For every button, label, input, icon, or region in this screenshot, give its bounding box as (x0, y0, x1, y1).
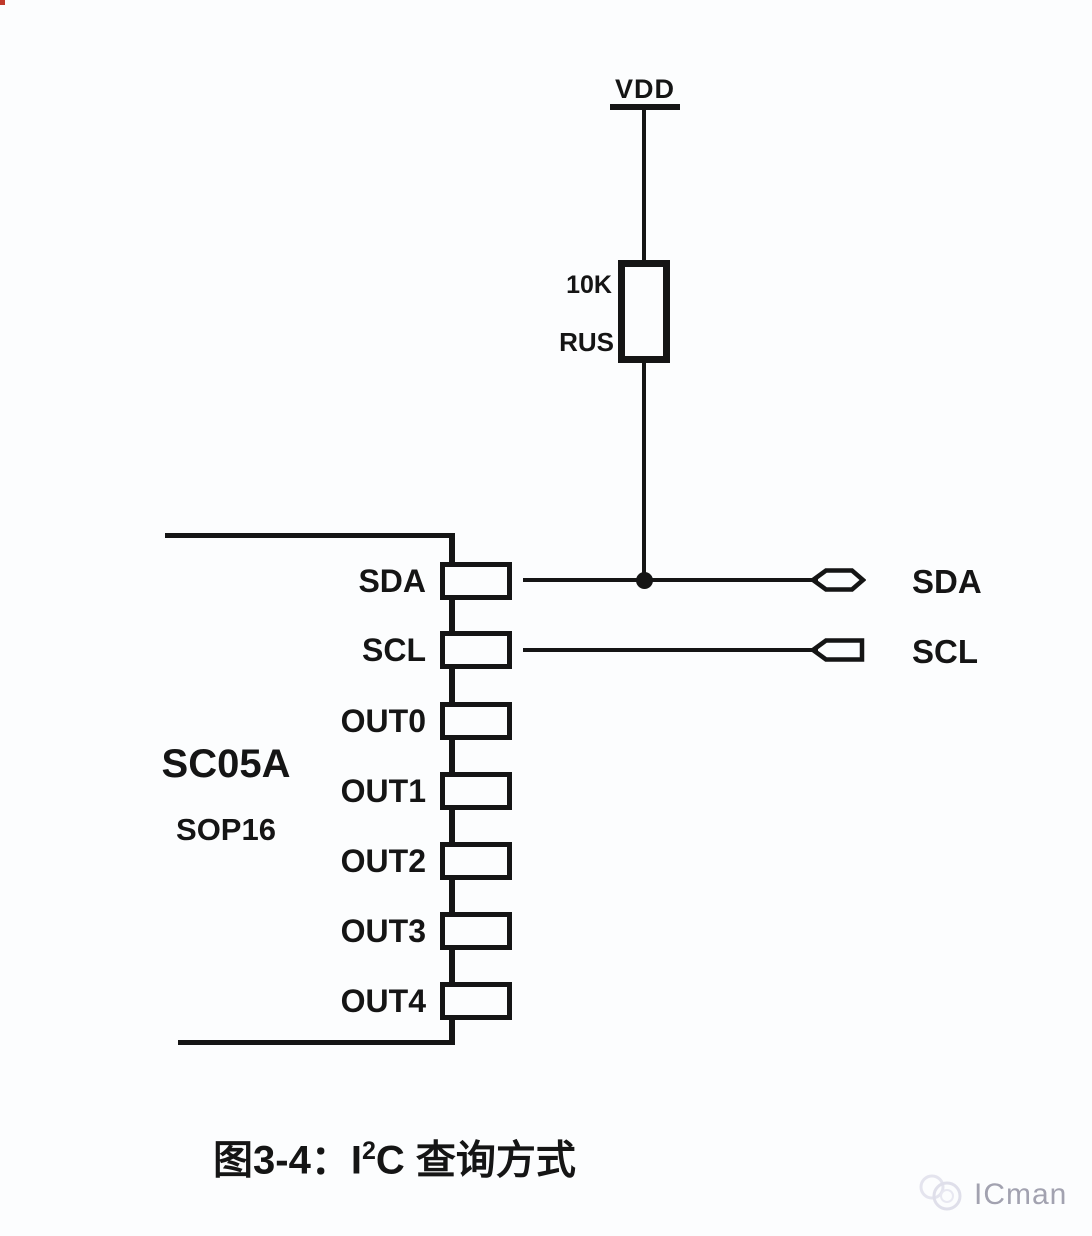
icman-logo-icon (916, 1170, 966, 1219)
pin-row-out1: OUT1 (280, 771, 526, 811)
scl-wire (523, 648, 818, 652)
pin-row-out3: OUT3 (280, 911, 526, 951)
pin-label: OUT0 (340, 703, 426, 739)
pin-box (440, 702, 512, 740)
pin-box (440, 562, 512, 600)
pin-box (440, 982, 512, 1020)
sda-connector-icon (810, 567, 866, 593)
pin-box (440, 772, 512, 810)
chip-border-bottom (178, 1040, 455, 1045)
scl-connector-icon (810, 637, 866, 663)
caption-figure-label: 图3-4： (213, 1138, 351, 1183)
figure-caption: 图3-4：I2C 查询方式 (213, 1126, 576, 1185)
caption-i2c-superscript: 2 (361, 1137, 376, 1165)
resistor-symbol (618, 260, 670, 363)
vdd-rail-symbol (610, 104, 680, 110)
pin-label: OUT1 (340, 773, 426, 809)
watermark: ICman (916, 1170, 1067, 1219)
pin-row-out4: OUT4 (280, 981, 526, 1021)
pin-label: OUT2 (340, 843, 426, 879)
chip-package: SOP16 (176, 812, 276, 847)
pin-row-sda: SDA (280, 561, 526, 601)
sda-wire (523, 578, 818, 582)
pin-box (440, 912, 512, 950)
pin-label: OUT4 (340, 983, 426, 1019)
bus-label-scl: SCL (912, 633, 978, 670)
pin-row-out2: OUT2 (280, 841, 526, 881)
vdd-label: VDD (614, 74, 675, 104)
pin-box (440, 631, 512, 669)
junction-dot (636, 572, 653, 589)
pin-box (440, 842, 512, 880)
pin-label: OUT3 (340, 913, 426, 949)
pin-row-scl: SCL (280, 630, 526, 670)
bus-label-sda: SDA (912, 563, 982, 600)
caption-i2c-base: I (350, 1138, 362, 1183)
watermark-brand: ICman (974, 1177, 1068, 1211)
wire-resistor-to-sda (642, 361, 646, 582)
resistor-value-label: 10K (566, 271, 612, 299)
wire-vdd-to-resistor (642, 108, 646, 262)
resistor-ref-label: RUS (559, 327, 614, 357)
caption-text: 查询方式 (404, 1138, 576, 1183)
chip-border-top (165, 533, 455, 538)
corner-artifact (0, 0, 5, 5)
pin-label: SCL (362, 632, 426, 668)
chip-part-number: SC05A (161, 742, 291, 786)
caption-i2c-rest: C (375, 1138, 405, 1183)
pin-label: SDA (358, 563, 426, 599)
pin-row-out0: OUT0 (280, 701, 526, 741)
